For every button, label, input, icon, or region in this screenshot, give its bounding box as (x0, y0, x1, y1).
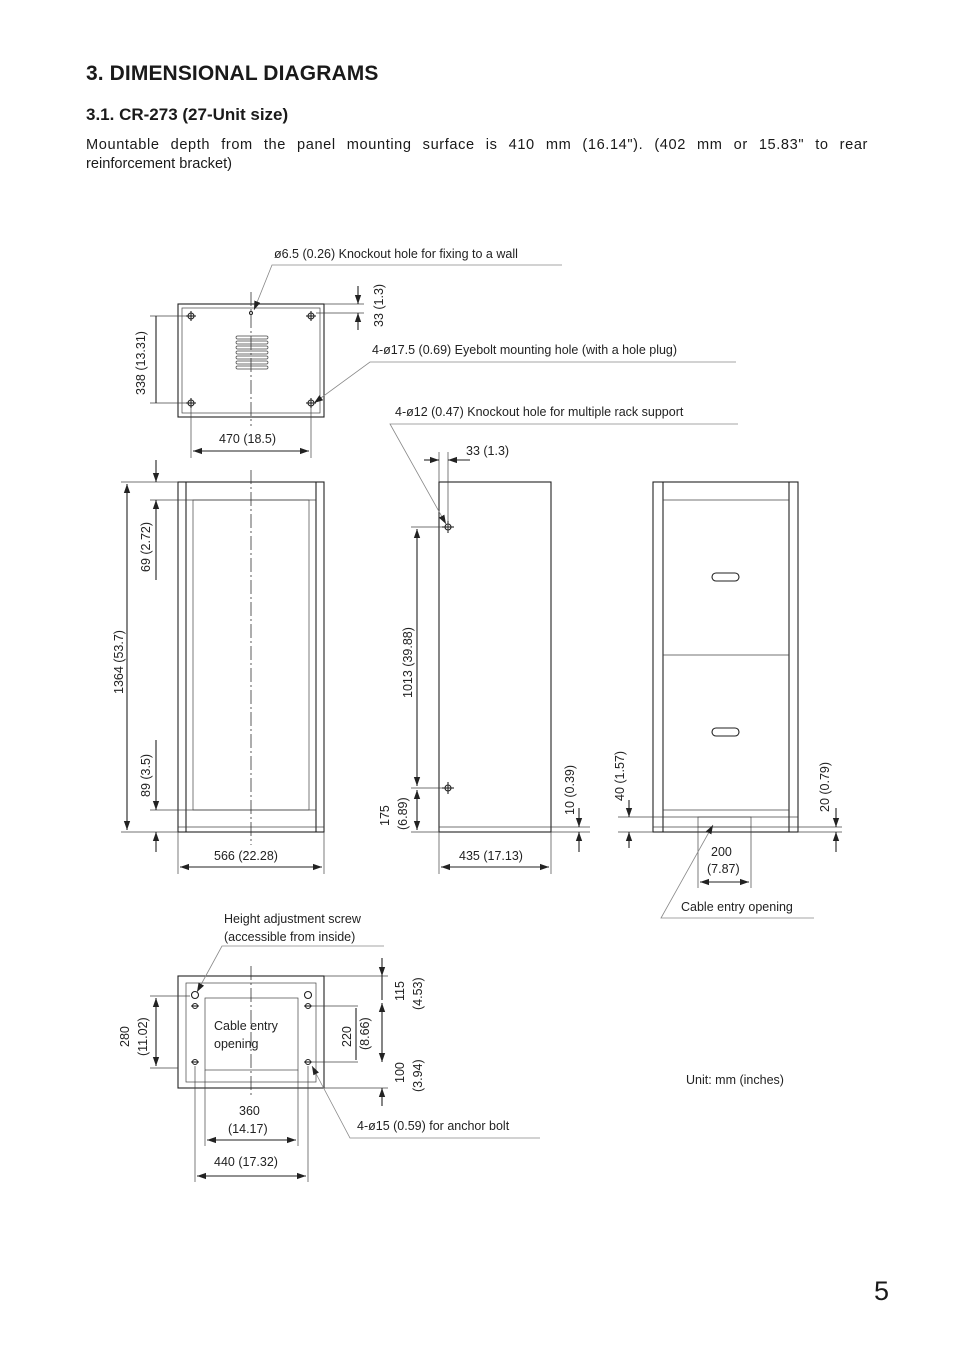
top-dim-470: 470 (18.5) (219, 432, 276, 446)
unit-note: Unit: mm (inches) (686, 1073, 784, 1087)
front-dim-69: 69 (2.72) (139, 522, 153, 572)
bottom-dim-440: 440 (17.32) (214, 1155, 278, 1169)
front-dim-566: 566 (22.28) (214, 849, 278, 863)
bottom-view: Height adjustment screw (accessible from… (118, 912, 540, 1182)
bottom-dim-115-b: (4.53) (411, 977, 425, 1010)
anchor-bolt-label: 4-ø15 (0.59) for anchor bolt (357, 1119, 510, 1133)
rear-cable-entry-label: Cable entry opening (681, 900, 793, 914)
knockout-rack-label: 4-ø12 (0.47) Knockout hole for multiple … (395, 405, 684, 419)
bottom-dim-360-a: 360 (239, 1104, 260, 1118)
bottom-dim-220-b: (8.66) (358, 1017, 372, 1050)
front-view: 1364 (53.7) 69 (2.72) 89 (3.5) 566 (22.2… (112, 460, 325, 874)
intro-line-2: reinforcement bracket) (86, 156, 232, 172)
rear-view: 40 (1.57) 20 (0.79) 200 (7.87) Cable ent… (613, 481, 842, 919)
height-screw-label-1: Height adjustment screw (224, 912, 362, 926)
intro-line-1: Mountable depth from the panel mounting … (86, 137, 868, 153)
bottom-dim-220-a: 220 (340, 1026, 354, 1047)
top-dim-33: 33 (1.3) (372, 284, 386, 327)
top-dim-338: 338 (13.31) (134, 331, 148, 395)
side-dim-435: 435 (17.13) (459, 849, 523, 863)
side-dim-175-a: 175 (378, 805, 392, 826)
page-number: 5 (874, 1276, 890, 1306)
side-dim-1013: 1013 (39.88) (401, 627, 415, 698)
bottom-dim-280-b: (11.02) (136, 1017, 150, 1056)
section-heading: 3. DIMENSIONAL DIAGRAMS (86, 62, 379, 85)
rear-dim-40: 40 (1.57) (613, 751, 627, 801)
bottom-cable-entry-1: Cable entry (214, 1019, 279, 1033)
height-screw-label-2: (accessible from inside) (224, 930, 355, 944)
bottom-dim-360-b: (14.17) (228, 1122, 268, 1136)
intro-paragraph: Mountable depth from the panel mounting … (86, 136, 868, 174)
rear-dim-200-a: 200 (711, 845, 732, 859)
bottom-cable-entry-2: opening (214, 1037, 259, 1051)
bottom-dim-115-a: 115 (393, 981, 407, 1001)
side-dim-33: 33 (1.3) (466, 444, 509, 458)
front-dim-1364: 1364 (53.7) (112, 630, 126, 694)
side-view: 4-ø12 (0.47) Knockout hole for multiple … (378, 405, 738, 874)
subsection-heading: 3.1. CR-273 (27-Unit size) (86, 105, 289, 124)
eyebolt-label: 4-ø17.5 (0.69) Eyebolt mounting hole (wi… (372, 343, 677, 357)
bottom-dim-100-a: 100 (393, 1062, 407, 1083)
rear-dim-20: 20 (0.79) (818, 762, 832, 812)
side-dim-175-b: (6.89) (396, 797, 410, 830)
top-view: ø6.5 (0.26) Knockout hole for fixing to … (134, 247, 736, 458)
knockout-wall-label: ø6.5 (0.26) Knockout hole for fixing to … (274, 247, 518, 261)
rear-dim-200-b: (7.87) (707, 862, 740, 876)
side-dim-10: 10 (0.39) (563, 765, 577, 815)
front-dim-89: 89 (3.5) (139, 754, 153, 797)
bottom-dim-280-a: 280 (118, 1026, 132, 1047)
bottom-dim-100-b: (3.94) (411, 1059, 425, 1092)
